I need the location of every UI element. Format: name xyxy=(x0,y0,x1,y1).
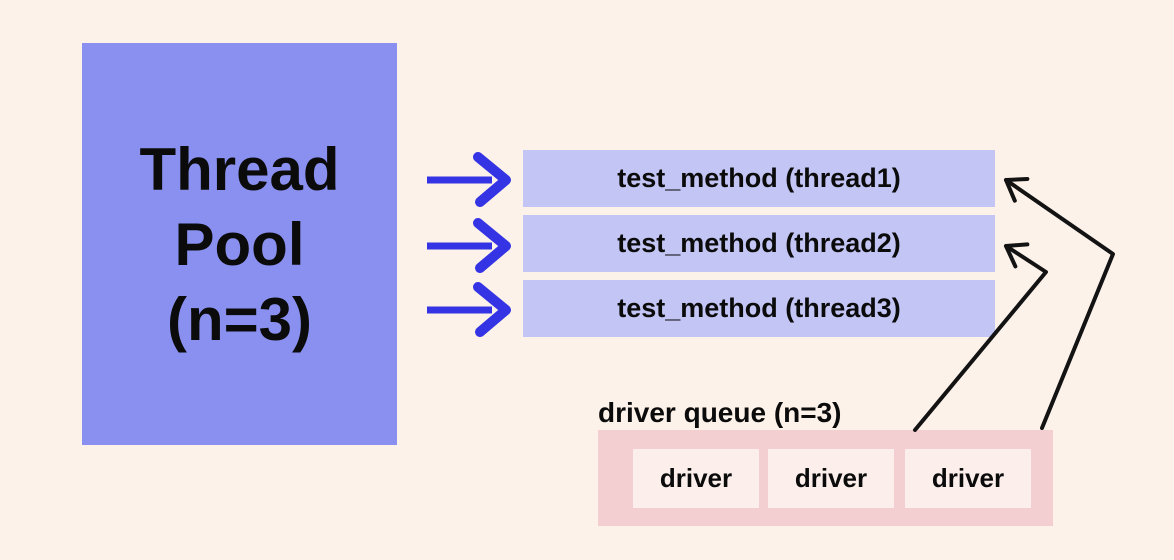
black-arrow-queue-to-thread1 xyxy=(1004,176,1115,430)
driver-item-1: driver xyxy=(633,449,759,508)
black-arrow-queue-to-thread2 xyxy=(913,242,1048,432)
thread-bar-1: test_method (thread1) xyxy=(523,150,995,207)
driver-item-2: driver xyxy=(768,449,894,508)
thread-bar-2: test_method (thread2) xyxy=(523,215,995,272)
blue-arrow-to-thread2 xyxy=(427,218,511,273)
thread-bar-3-label: test_method (thread3) xyxy=(617,293,901,323)
driver-queue-label: driver queue (n=3) xyxy=(598,397,842,428)
thread-pool-box: Thread Pool (n=3) xyxy=(82,43,397,445)
thread-pool-label-line1: Thread xyxy=(139,135,340,203)
thread-pool-label-line3: (n=3) xyxy=(166,285,313,353)
thread-bar-3: test_method (thread3) xyxy=(523,280,995,337)
thread-bar-2-label: test_method (thread2) xyxy=(617,228,901,258)
driver-queue-box: driver driver driver xyxy=(598,430,1053,526)
thread-bar-1-label: test_method (thread1) xyxy=(617,163,901,193)
thread-pool-label-line2: Pool xyxy=(174,210,305,278)
blue-arrow-to-thread1 xyxy=(427,152,511,207)
driver-item-3: driver xyxy=(905,449,1031,508)
blue-arrow-to-thread3 xyxy=(427,282,511,337)
